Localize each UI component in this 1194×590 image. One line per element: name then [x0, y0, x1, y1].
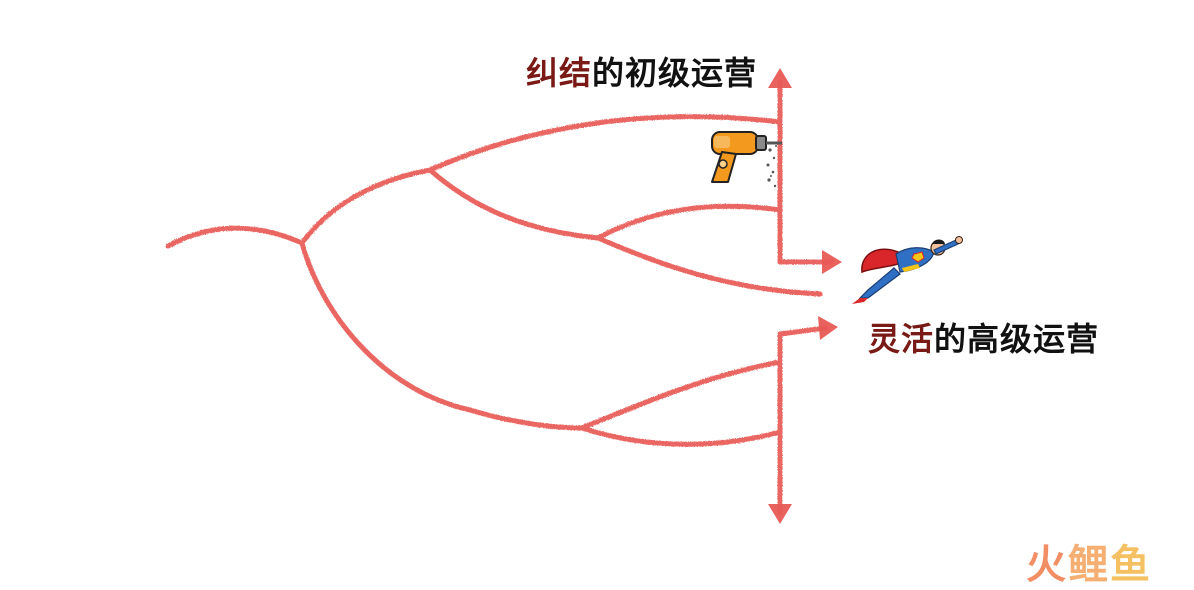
upper-sub-branch: [427, 167, 601, 241]
label-senior-highlight: 灵活: [868, 320, 935, 358]
lower-branch: [299, 240, 585, 431]
lower-fork-top: [579, 359, 783, 431]
watermark-char-1: 火: [1026, 542, 1068, 588]
drill-debris: [766, 145, 777, 188]
watermark-char-3: 鱼: [1110, 542, 1152, 588]
label-senior-rest: 的高级运营: [934, 320, 1100, 358]
label-senior-operations: 灵活的高级运营: [868, 314, 1099, 360]
label-junior-rest: 的初级运营: [592, 54, 758, 92]
label-junior-operations: 纠结的初级运营: [526, 48, 757, 94]
arrowhead-up: [768, 68, 792, 88]
arrowhead-down: [768, 504, 792, 524]
lower-fork-bottom: [579, 425, 783, 447]
watermark-logo: 火鲤鱼: [1026, 532, 1152, 590]
trunk-line: [165, 225, 305, 249]
upper-fork-bottom: [595, 235, 823, 297]
watermark-char-2: 鲤: [1068, 542, 1110, 588]
label-junior-highlight: 纠结: [526, 54, 593, 92]
arrow-right-lower: [777, 325, 829, 337]
upper-branch: [299, 114, 783, 246]
arrowhead-right-lower: [818, 316, 838, 340]
upper-fork-top: [595, 203, 783, 241]
arrowhead-right-upper: [822, 250, 842, 274]
flying-superhero-icon: [838, 224, 968, 306]
power-drill-icon: [690, 120, 785, 195]
